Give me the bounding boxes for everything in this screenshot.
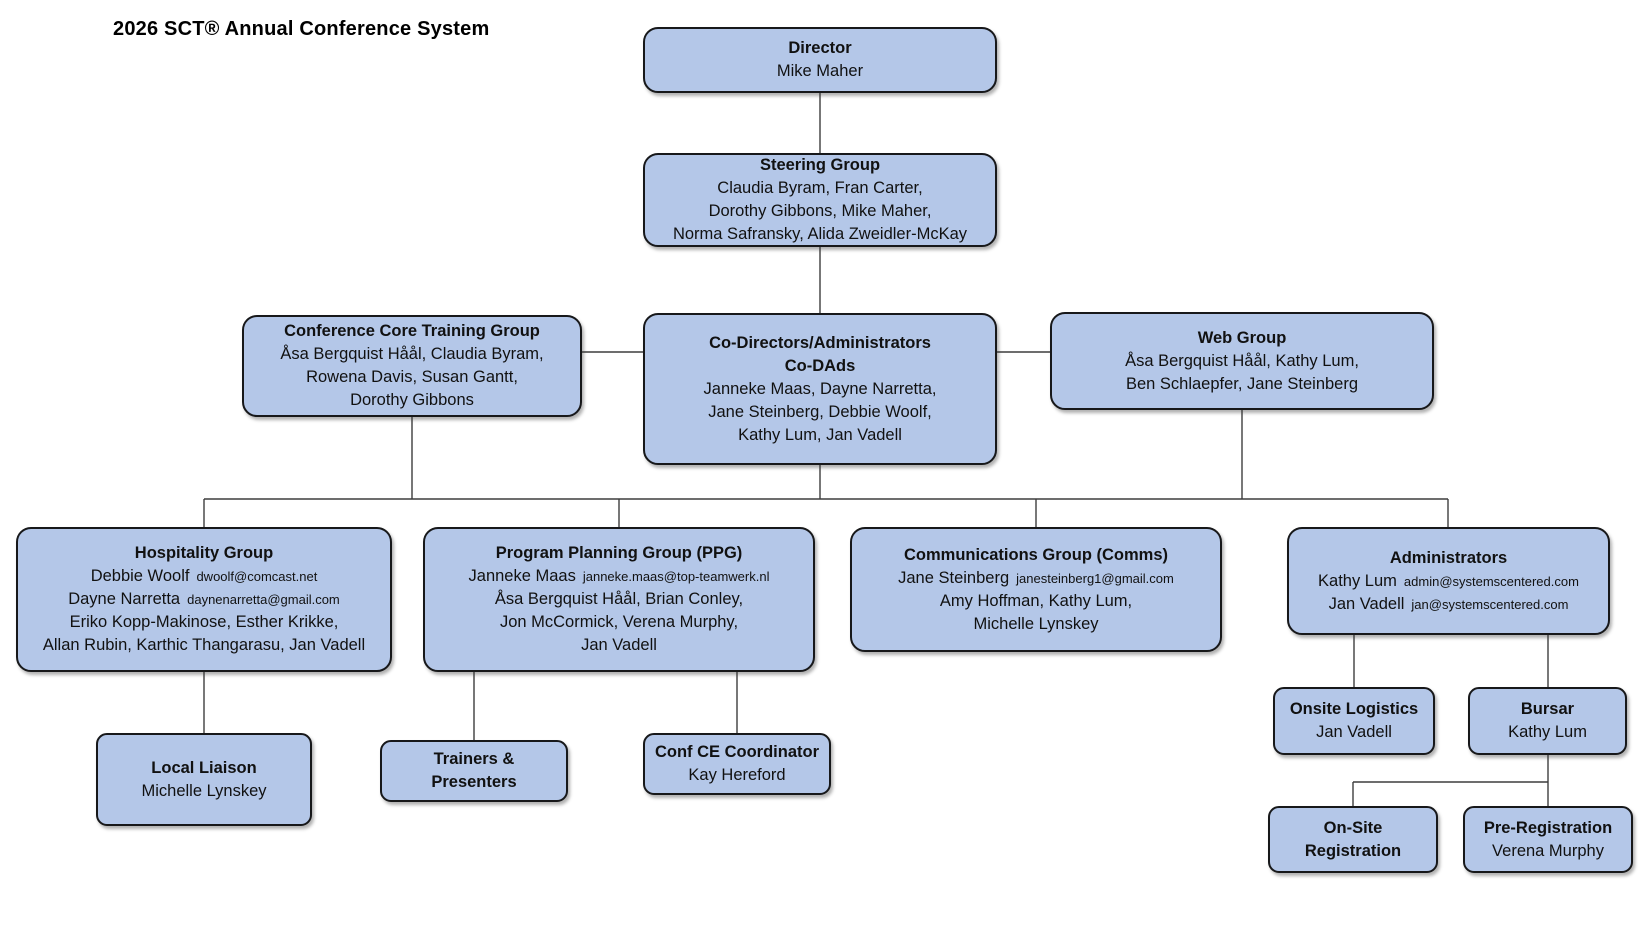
- org-node-communications-group: Communications Group (Comms) Jane Steinb…: [850, 527, 1222, 652]
- node-title: Bursar: [1520, 700, 1575, 718]
- org-node-co-dads: Co-Directors/Administrators Co-DAds Jann…: [643, 313, 997, 465]
- node-title: Conf CE Coordinator: [654, 743, 820, 761]
- node-member: Mike Maher: [776, 62, 864, 80]
- node-title: Communications Group (Comms): [903, 545, 1168, 564]
- node-member: Jan Vadell: [1316, 723, 1392, 741]
- lead-email: jan@systemscentered.com: [1411, 596, 1569, 612]
- node-title: Program Planning Group (PPG): [495, 544, 743, 562]
- org-node-onsite-logistics: Onsite Logistics Jan Vadell: [1273, 687, 1435, 755]
- node-title: Hospitality Group: [134, 544, 274, 562]
- node-title: Conference Core Training Group: [284, 322, 540, 340]
- org-node-web-group: Web Group Åsa Bergquist Håål, Kathy Lum,…: [1050, 312, 1434, 410]
- node-lead: Jane Steinberg janesteinberg1@gmail.com: [898, 567, 1174, 590]
- lead-email: daynenarretta@gmail.com: [187, 592, 340, 607]
- lead-name: Jane Steinberg: [898, 568, 1010, 587]
- node-member: Kay Hereford: [688, 766, 786, 784]
- node-title: Co-Directors/Administrators: [709, 333, 931, 352]
- node-lead: Kathy Lum admin@systemscentered.com: [1318, 570, 1579, 593]
- node-lead: Dayne Narretta daynenarretta@gmail.com: [68, 588, 340, 611]
- lead-email: janesteinberg1@gmail.com: [1016, 570, 1174, 586]
- org-node-conf-ce-coordinator: Conf CE Coordinator Kay Hereford: [643, 733, 831, 795]
- node-member: Jon McCormick, Verena Murphy,: [499, 613, 739, 631]
- node-lead: Jan Vadell jan@systemscentered.com: [1329, 593, 1569, 616]
- node-member: Rowena Davis, Susan Gantt,: [306, 368, 518, 386]
- node-member: Claudia Byram, Fran Carter,: [717, 179, 923, 197]
- node-member: Jane Steinberg, Debbie Woolf,: [708, 402, 932, 421]
- node-title: Onsite Logistics: [1289, 700, 1419, 718]
- node-title: Web Group: [1197, 328, 1287, 347]
- org-node-onsite-registration: On-Site Registration: [1268, 806, 1438, 873]
- node-title: Local Liaison: [151, 758, 257, 777]
- node-title: Pre-Registration: [1483, 818, 1613, 837]
- org-node-trainers-presenters: Trainers & Presenters: [380, 740, 568, 802]
- node-member: Eriko Kopp-Makinose, Esther Krikke,: [69, 613, 339, 631]
- org-node-program-planning-group: Program Planning Group (PPG) Janneke Maa…: [423, 527, 815, 672]
- node-member: Kathy Lum, Jan Vadell: [738, 425, 902, 444]
- node-title: Administrators: [1389, 548, 1508, 567]
- node-member: Michelle Lynskey: [973, 614, 1099, 633]
- node-member: Janneke Maas, Dayne Narretta,: [703, 379, 937, 398]
- org-node-administrators: Administrators Kathy Lum admin@systemsce…: [1287, 527, 1610, 635]
- lead-email: admin@systemscentered.com: [1403, 573, 1579, 589]
- node-member: Norma Safransky, Alida Zweidler-McKay: [672, 225, 968, 243]
- lead-name: Jan Vadell: [1328, 594, 1405, 613]
- org-node-core-training-group: Conference Core Training Group Åsa Bergq…: [242, 315, 582, 417]
- node-member: Dorothy Gibbons, Mike Maher,: [708, 202, 932, 220]
- node-member: Kathy Lum: [1508, 723, 1587, 741]
- node-member: Åsa Bergquist Håål, Brian Conley,: [494, 590, 744, 608]
- org-node-local-liaison: Local Liaison Michelle Lynskey: [96, 733, 312, 826]
- node-member: Michelle Lynskey: [141, 781, 267, 800]
- org-node-director: Director Mike Maher: [643, 27, 997, 93]
- node-title: Director: [788, 39, 852, 57]
- node-lead: Janneke Maas janneke.maas@top-teamwerk.n…: [469, 565, 770, 588]
- lead-name: Janneke Maas: [468, 567, 576, 585]
- lead-name: Kathy Lum: [1318, 571, 1397, 590]
- node-title-line2: Registration: [1304, 841, 1402, 860]
- node-lead: Debbie Woolf dwoolf@comcast.net: [91, 565, 318, 588]
- lead-name: Dayne Narretta: [68, 590, 181, 608]
- node-title: Trainers &: [433, 750, 515, 768]
- node-title: Steering Group: [759, 156, 881, 174]
- page-title: 2026 SCT® Annual Conference System: [113, 18, 490, 40]
- lead-email: janneke.maas@top-teamwerk.nl: [582, 569, 770, 584]
- node-member: Dorothy Gibbons: [350, 391, 474, 409]
- node-title: On-Site: [1323, 818, 1383, 837]
- org-node-steering-group: Steering Group Claudia Byram, Fran Carte…: [643, 153, 997, 247]
- node-member: Amy Hoffman, Kathy Lum,: [939, 591, 1133, 610]
- org-node-hospitality-group: Hospitality Group Debbie Woolf dwoolf@co…: [16, 527, 392, 672]
- node-member: Verena Murphy: [1492, 841, 1604, 860]
- node-title-line2: Presenters: [431, 773, 517, 791]
- node-subtitle: Co-DAds: [784, 356, 856, 375]
- lead-name: Debbie Woolf: [90, 567, 190, 585]
- node-member: Allan Rubin, Karthic Thangarasu, Jan Vad…: [42, 636, 366, 654]
- node-member: Åsa Bergquist Håål, Claudia Byram,: [280, 345, 544, 363]
- lead-email: dwoolf@comcast.net: [196, 569, 318, 584]
- org-node-pre-registration: Pre-Registration Verena Murphy: [1463, 806, 1633, 873]
- org-node-bursar: Bursar Kathy Lum: [1468, 687, 1627, 755]
- node-member: Åsa Bergquist Håål, Kathy Lum,: [1125, 351, 1359, 370]
- node-member: Ben Schlaepfer, Jane Steinberg: [1125, 374, 1359, 393]
- node-member: Jan Vadell: [581, 636, 657, 654]
